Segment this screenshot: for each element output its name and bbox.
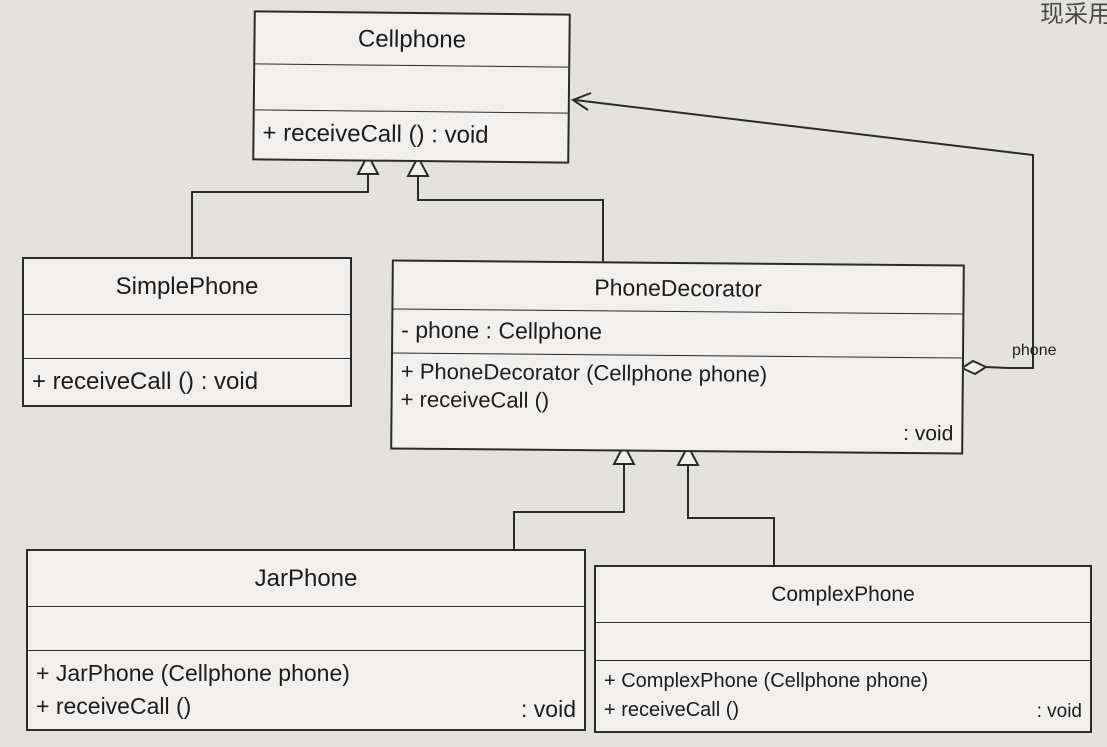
operation-row: + receiveCall () : void <box>262 119 489 149</box>
operation-row: + JarPhone (Cellphone phone) <box>36 660 350 686</box>
class-operations: + JarPhone (Cellphone phone) + receiveCa… <box>28 651 584 729</box>
class-operations: + PhoneDecorator (Cellphone phone) + rec… <box>392 354 962 453</box>
class-attributes <box>28 607 584 651</box>
generalization-line-jarphone <box>513 462 625 560</box>
operation-row: + receiveCall () : void <box>32 368 259 395</box>
class-name: SimplePhone <box>24 259 350 315</box>
class-name: ComplexPhone <box>596 567 1090 623</box>
aggregation-diamond <box>959 359 989 376</box>
aggregation-arrowhead-open <box>570 92 592 111</box>
aggregation-role-label: phone <box>1012 342 1057 359</box>
aggregation-diamond-link <box>985 366 1009 369</box>
class-jarphone: JarPhone + JarPhone (Cellphone phone) + … <box>26 549 586 731</box>
class-operations: + receiveCall () : void <box>24 359 350 399</box>
class-attributes: - phone : Cellphone <box>393 309 963 359</box>
generalization-line-complexphone <box>687 463 775 566</box>
generalization-arrowhead-complexphone <box>676 443 700 466</box>
class-operations: + ComplexPhone (Cellphone phone) + recei… <box>596 661 1090 731</box>
class-name: Cellphone <box>255 12 569 68</box>
background-corner-text: 现采用 <box>1040 0 1107 28</box>
class-phonedecorator: PhoneDecorator - phone : Cellphone + Pho… <box>390 259 965 455</box>
generalization-line-phonedecorator <box>417 174 604 266</box>
class-operations: + receiveCall () : void <box>254 110 567 153</box>
operation-return-type: : void <box>521 696 576 722</box>
generalization-arrowhead-simplephone <box>356 152 380 175</box>
operation-row: + receiveCall () <box>36 692 192 719</box>
class-complexphone: ComplexPhone + ComplexPhone (Cellphone p… <box>594 565 1092 733</box>
attribute-row: - phone : Cellphone <box>401 316 603 345</box>
class-name: PhoneDecorator <box>393 261 963 315</box>
operation-return-type: : void <box>903 421 954 446</box>
operation-row: + PhoneDecorator (Cellphone phone) <box>400 358 768 387</box>
operation-row: + ComplexPhone (Cellphone phone) <box>604 670 929 692</box>
generalization-arrowhead-phonedecorator <box>406 154 430 177</box>
class-attributes <box>254 64 569 114</box>
generalization-arrowhead-jarphone <box>612 442 636 465</box>
class-attributes <box>24 315 350 359</box>
operation-return-type: : void <box>1036 701 1082 722</box>
class-cellphone: Cellphone + receiveCall () : void <box>252 10 571 164</box>
generalization-line-simplephone <box>191 172 369 262</box>
aggregation-line-phone <box>574 99 1034 369</box>
operation-row: + receiveCall () <box>400 386 550 413</box>
class-name: JarPhone <box>28 551 584 607</box>
class-simplephone: SimplePhone + receiveCall () : void <box>22 257 352 407</box>
operation-row: + receiveCall () <box>604 699 740 721</box>
class-attributes <box>596 623 1090 661</box>
